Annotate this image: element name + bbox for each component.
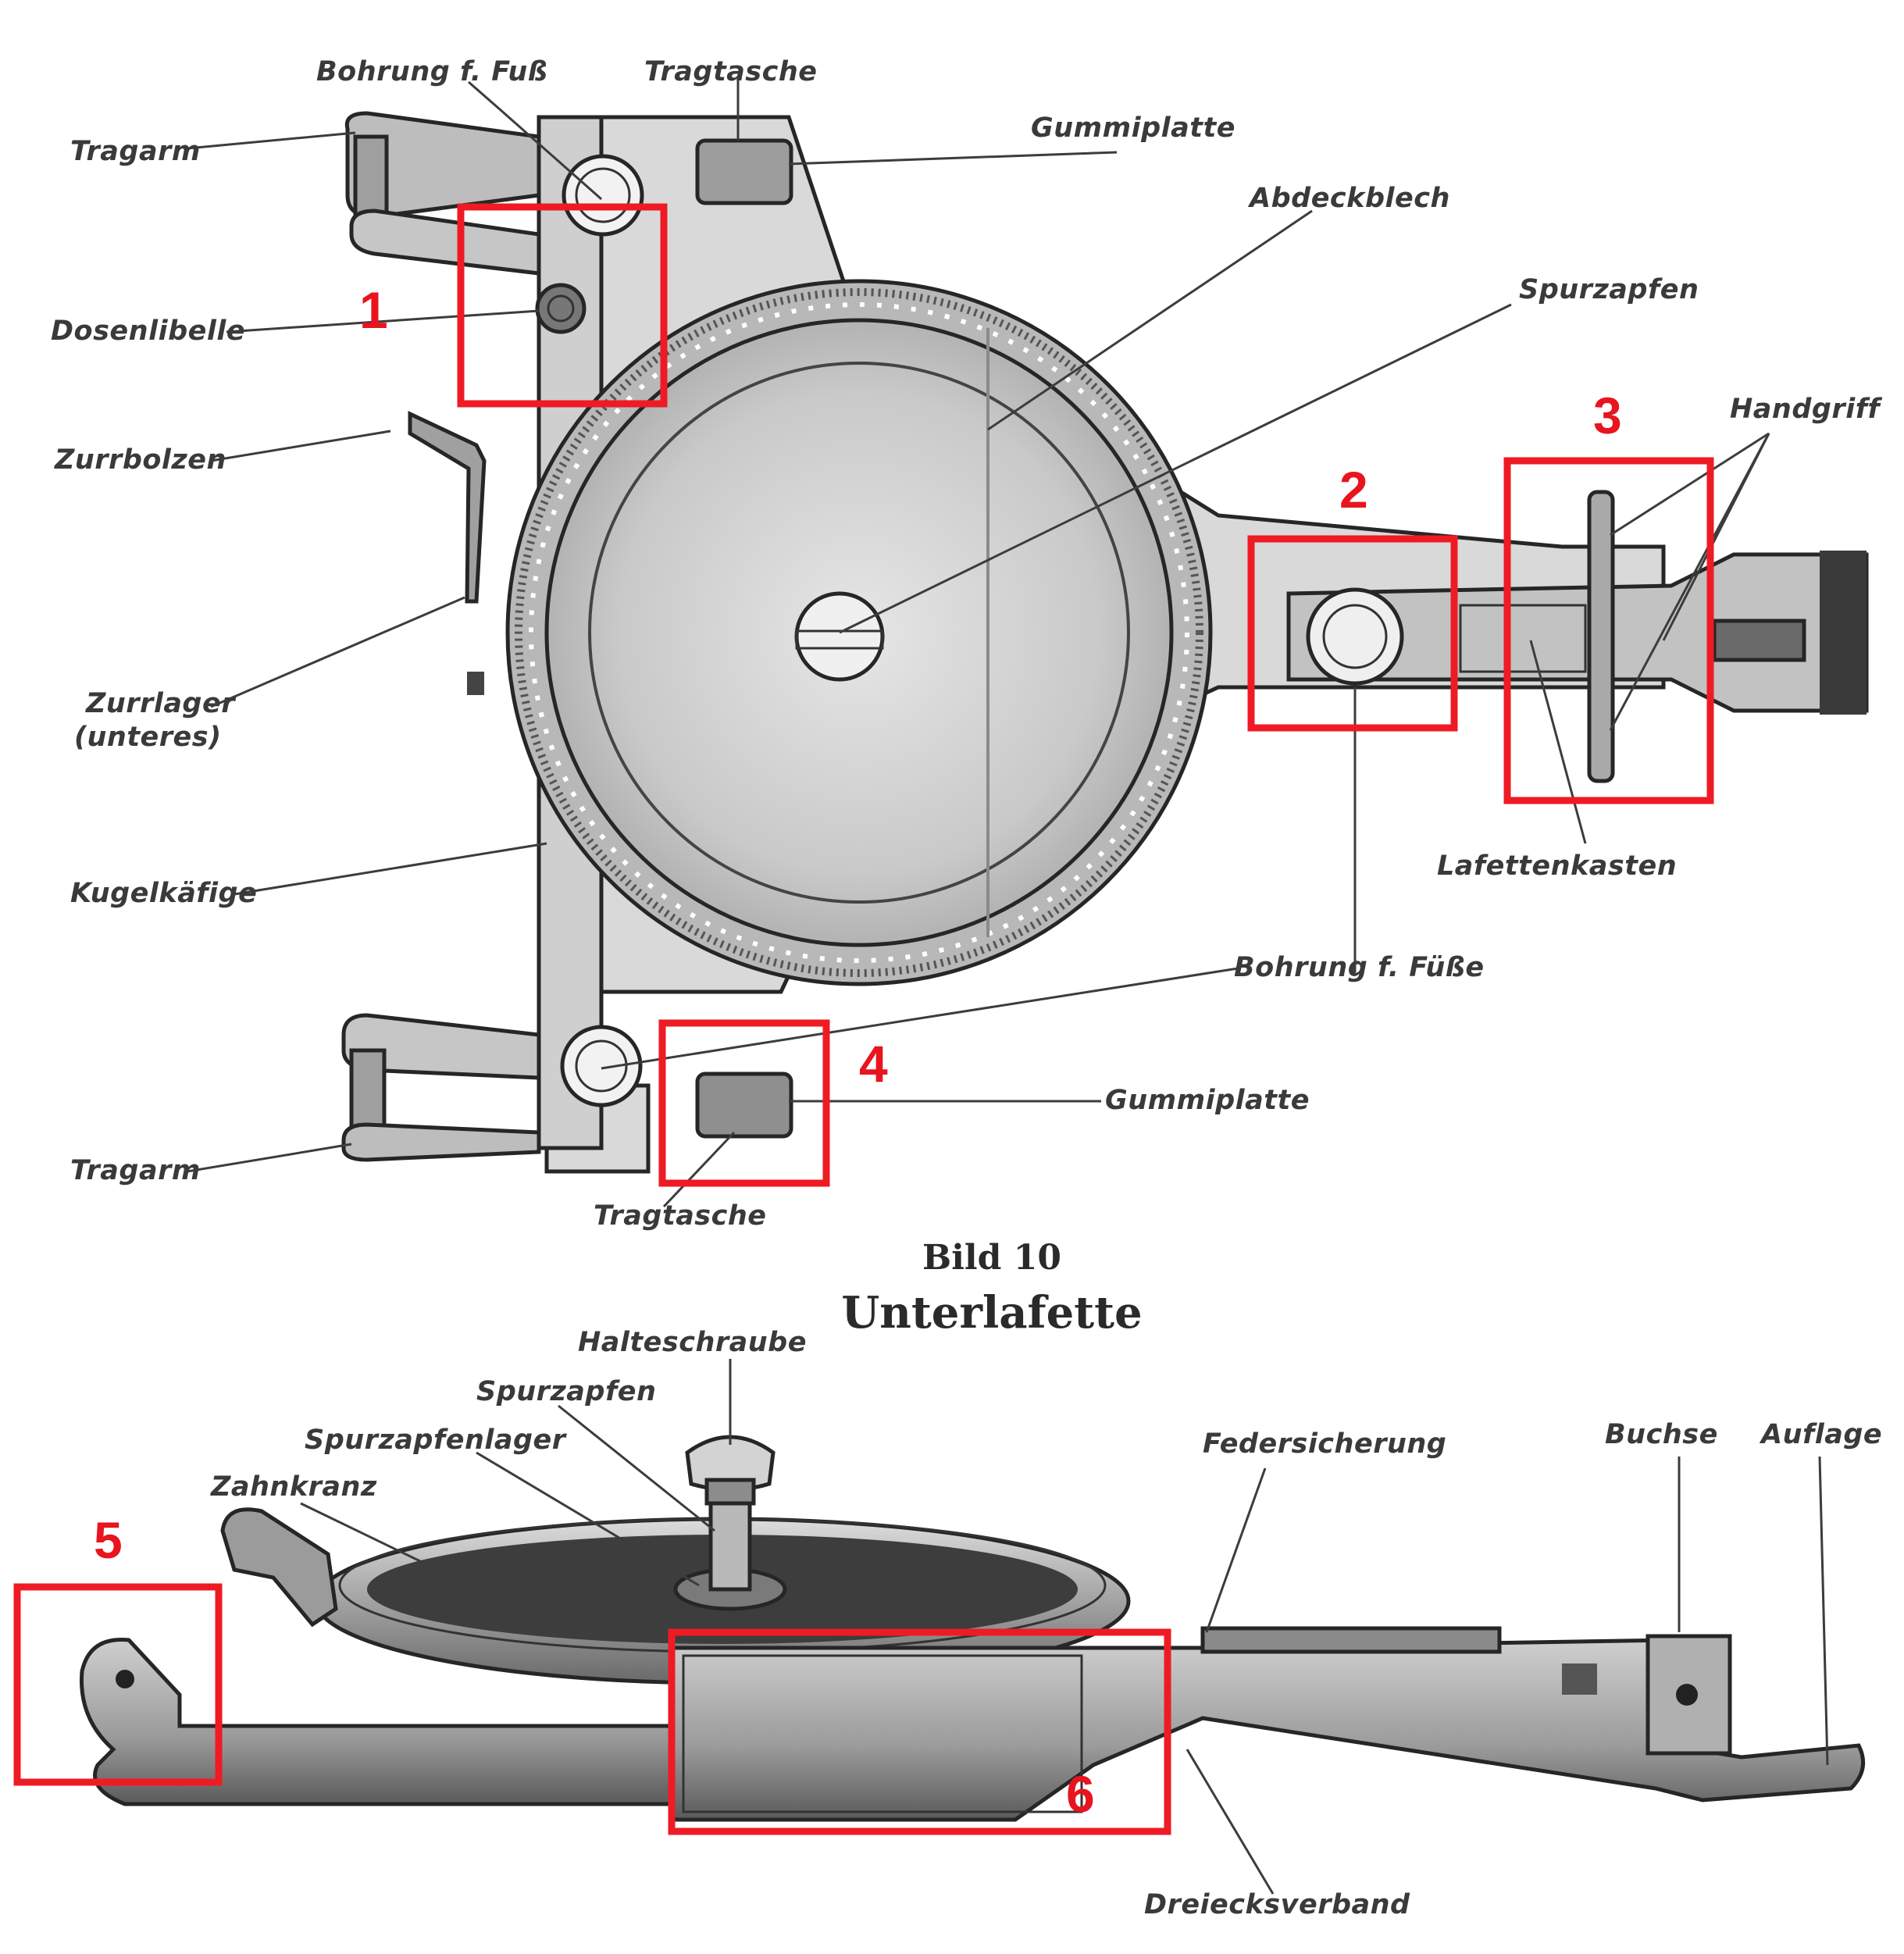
highlight-box-2[interactable] xyxy=(1247,535,1458,732)
label-tragarm-bottom: Tragarm xyxy=(70,1155,201,1186)
highlight-boxes: 1 2 3 4 5 6 xyxy=(13,203,1714,1835)
highlight-number-5: 5 xyxy=(94,1511,123,1569)
spurzapfen-top-part xyxy=(794,591,885,682)
label-zahnkranz: Zahnkranz xyxy=(210,1471,377,1503)
label-auflage: Auflage xyxy=(1759,1419,1882,1450)
label-spurzapfenlager: Spurzapfenlager xyxy=(305,1424,568,1456)
label-kugelkaefige: Kugelkäfige xyxy=(70,878,257,909)
highlight-number-4: 4 xyxy=(859,1035,888,1093)
label-zurrlager-unteres: (unteres) xyxy=(74,722,222,753)
top-view-labels: Bohrung f. Fuß Tragtasche Gummiplatte Tr… xyxy=(51,56,1882,1232)
tragarm-side-part xyxy=(80,1638,705,1806)
bohrung-fuss-bottom-hole xyxy=(560,1025,643,1107)
highlight-box-3[interactable] xyxy=(1503,457,1714,804)
side-view-drawing xyxy=(80,1435,1866,1822)
highlight-box-1[interactable] xyxy=(457,203,668,408)
side-view-labels: Halteschraube Spurzapfen Spurzapfenlager… xyxy=(210,1327,1882,1920)
label-lafettenkasten: Lafettenkasten xyxy=(1437,850,1677,882)
gummiplatte-top-part xyxy=(695,138,793,205)
highlight-box-6[interactable] xyxy=(668,1628,1171,1835)
zurrbolzen-part xyxy=(408,411,487,604)
label-tragarm-top: Tragarm xyxy=(70,136,201,167)
top-view-drawing xyxy=(341,111,1869,1174)
label-dreiecksverband: Dreiecksverband xyxy=(1144,1889,1410,1920)
label-bohrung-fuss: Bohrung f. Fuß xyxy=(316,56,547,87)
label-spurzapfen-side: Spurzapfen xyxy=(476,1376,656,1407)
federsicherung-part xyxy=(1200,1626,1502,1654)
label-federsicherung: Federsicherung xyxy=(1203,1428,1446,1460)
label-handgriff: Handgriff xyxy=(1730,394,1882,425)
label-buchse: Buchse xyxy=(1605,1419,1718,1450)
handgriff-part xyxy=(1587,490,1615,783)
label-zurrbolzen: Zurrbolzen xyxy=(54,444,226,476)
label-gummiplatte-top: Gummiplatte xyxy=(1031,112,1235,144)
tragarm-bottom-part xyxy=(341,1013,541,1162)
figure-caption: Bild 10 Unterlafette xyxy=(841,1238,1142,1339)
spurzapfen-side-part xyxy=(708,1501,752,1592)
label-halteschraube: Halteschraube xyxy=(578,1327,807,1358)
tragarm-top-part xyxy=(344,111,541,276)
dosenlibelle-part xyxy=(535,283,587,334)
label-tragtasche-top: Tragtasche xyxy=(644,56,818,87)
highlight-number-3: 3 xyxy=(1593,387,1622,444)
highlight-number-6: 6 xyxy=(1066,1765,1095,1823)
highlight-number-1: 1 xyxy=(359,281,388,339)
label-tragtasche-bottom: Tragtasche xyxy=(594,1200,767,1232)
label-gummiplatte-bottom: Gummiplatte xyxy=(1105,1085,1310,1116)
gummiplatte-bottom-part xyxy=(695,1071,793,1139)
bohrung-fuesse-hole xyxy=(1306,587,1404,686)
label-spurzapfen-top: Spurzapfen xyxy=(1519,274,1699,305)
highlight-box-4[interactable] xyxy=(658,1019,830,1187)
leader-lines xyxy=(187,78,1829,1895)
label-dosenlibelle: Dosenlibelle xyxy=(51,316,245,347)
figure-number: Bild 10 xyxy=(922,1238,1061,1278)
highlight-box-5[interactable] xyxy=(13,1583,223,1786)
label-bohrung-fuesse: Bohrung f. Füße xyxy=(1234,952,1485,983)
highlight-number-2: 2 xyxy=(1339,461,1368,519)
zurrlager-part xyxy=(467,672,484,695)
figure-title: Unterlafette xyxy=(841,1287,1142,1339)
label-zurrlager: Zurrlager xyxy=(85,688,237,719)
label-abdeckblech: Abdeckblech xyxy=(1247,183,1450,214)
